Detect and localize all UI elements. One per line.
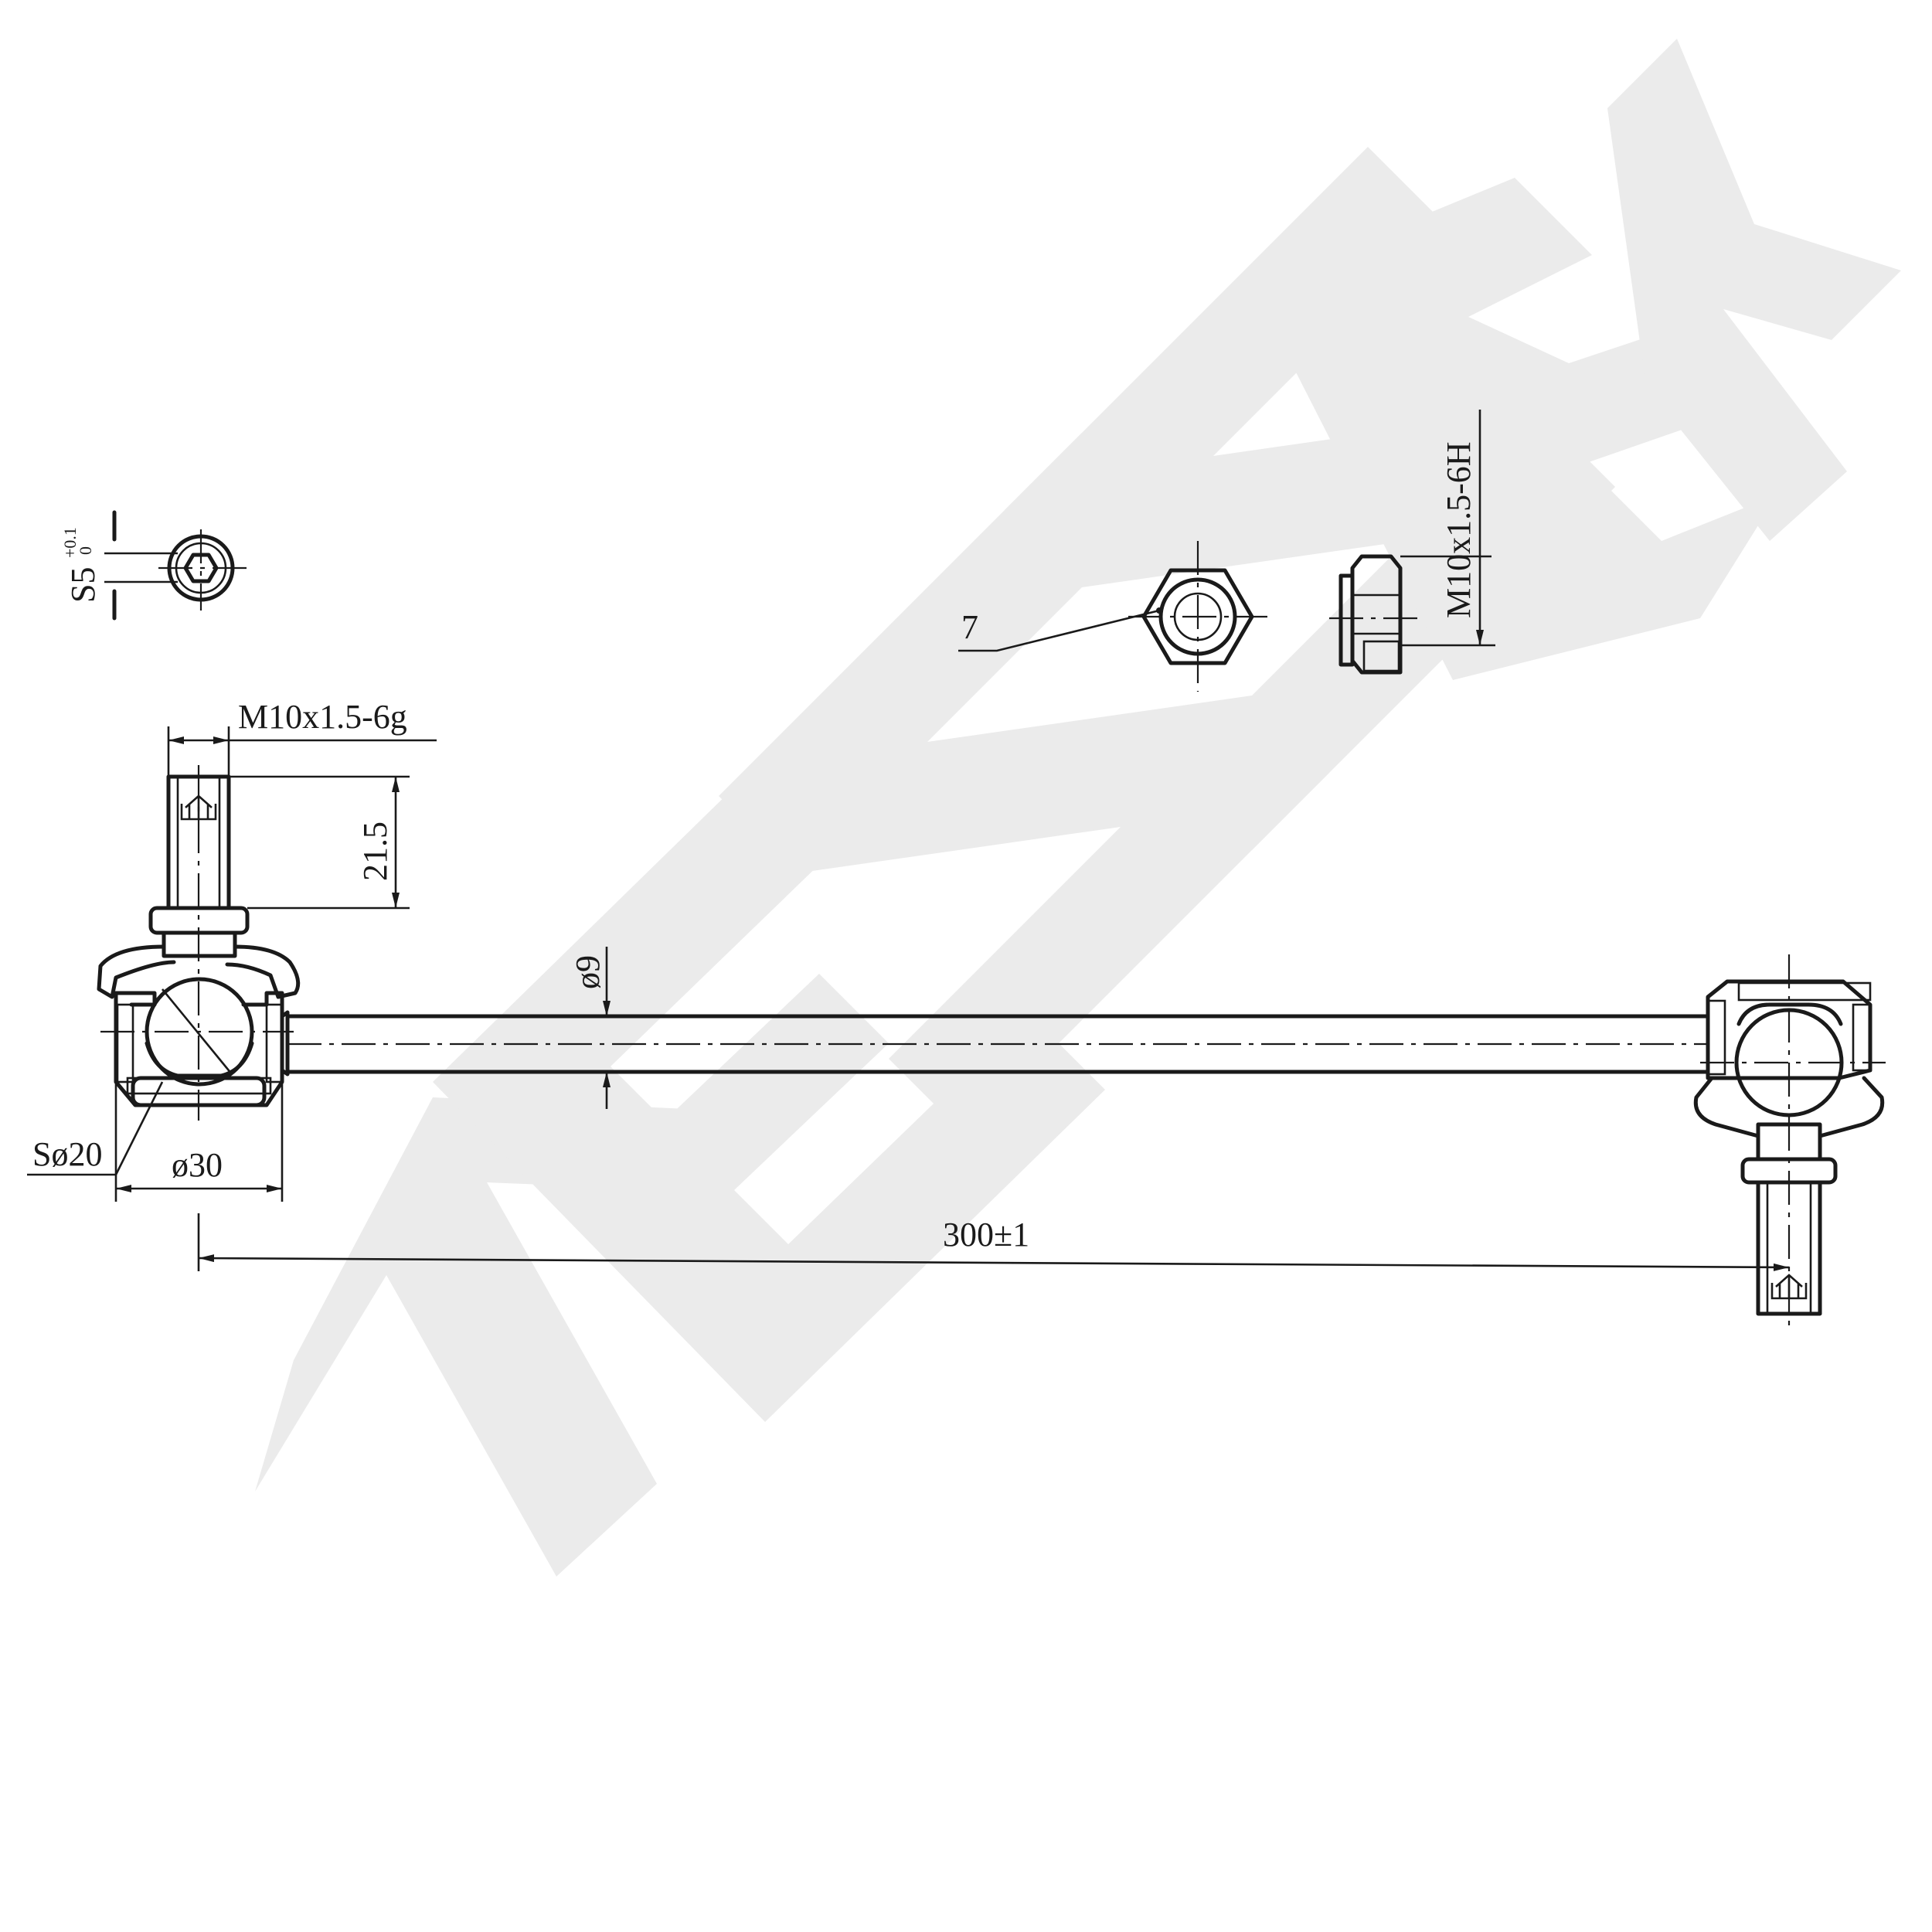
nut-front-view: 7 bbox=[958, 541, 1267, 692]
housing-diameter-label: ø30 bbox=[172, 1146, 223, 1184]
watermark-logo bbox=[255, 39, 1901, 1577]
dimension-lines: M10x1.5-6g 21.5 Sø20 ø30 300±1 bbox=[27, 698, 1790, 1271]
nut-callout-label: 7 bbox=[961, 608, 978, 646]
rod-diameter-label: ø9 bbox=[569, 955, 607, 989]
nut-callout-dot bbox=[1156, 607, 1162, 614]
left-housing-wall-section-l bbox=[116, 1003, 134, 1083]
nut-side-view: M10x1.5-6H bbox=[1329, 410, 1495, 675]
watermark-letter-z bbox=[255, 1097, 773, 1577]
right-housing-top-section bbox=[1737, 981, 1872, 1002]
right-ball-seat bbox=[1736, 1002, 1843, 1026]
center-dist-dim-line bbox=[198, 1254, 1790, 1271]
nut-thread-label: M10x1.5-6H bbox=[1440, 441, 1478, 618]
watermark-letter-e1 bbox=[433, 750, 1105, 1422]
nut-insert-section bbox=[1362, 640, 1400, 672]
right-boot-right bbox=[1818, 1076, 1885, 1154]
right-boot-left bbox=[1693, 1076, 1760, 1154]
left-ball-joint bbox=[97, 765, 301, 1121]
thread-length-label: 21.5 bbox=[356, 821, 394, 881]
stabilizer-rod: ø9 bbox=[285, 947, 1710, 1109]
right-housing-wall-section-r bbox=[1852, 1003, 1872, 1072]
nut-side-flange bbox=[1338, 573, 1355, 667]
ball-diameter-label: Sø20 bbox=[32, 1135, 102, 1173]
center-distance-label: 300±1 bbox=[943, 1216, 1029, 1253]
ball-dia-leader bbox=[114, 1081, 164, 1175]
left-boot-right bbox=[225, 944, 301, 999]
right-housing-wall-section-l bbox=[1706, 999, 1726, 1076]
watermark-letter-e2 bbox=[1252, 178, 1777, 680]
left-ball-diag-1 bbox=[161, 988, 233, 1075]
watermark-letter-n2 bbox=[1005, 147, 1615, 850]
watermark-letter-k bbox=[1607, 39, 1901, 541]
nut-callout-leader bbox=[958, 609, 1160, 652]
right-ball-joint bbox=[1693, 954, 1886, 1333]
left-housing-wall-section-r bbox=[265, 1003, 284, 1083]
left-boot-left bbox=[97, 944, 176, 999]
s5-label: S5 bbox=[64, 567, 102, 603]
left-housing-lip bbox=[114, 991, 157, 1007]
watermark-letter-n1 bbox=[719, 433, 1329, 1136]
s5-lower-tol: 0 bbox=[76, 546, 95, 555]
left-ball-seat bbox=[145, 1041, 254, 1078]
s5-upper-tol: +0.1 bbox=[60, 527, 80, 558]
hex-socket-detail: S5 +0.1 0 bbox=[60, 510, 247, 621]
stud-thread-label: M10x1.5-6g bbox=[238, 698, 407, 736]
